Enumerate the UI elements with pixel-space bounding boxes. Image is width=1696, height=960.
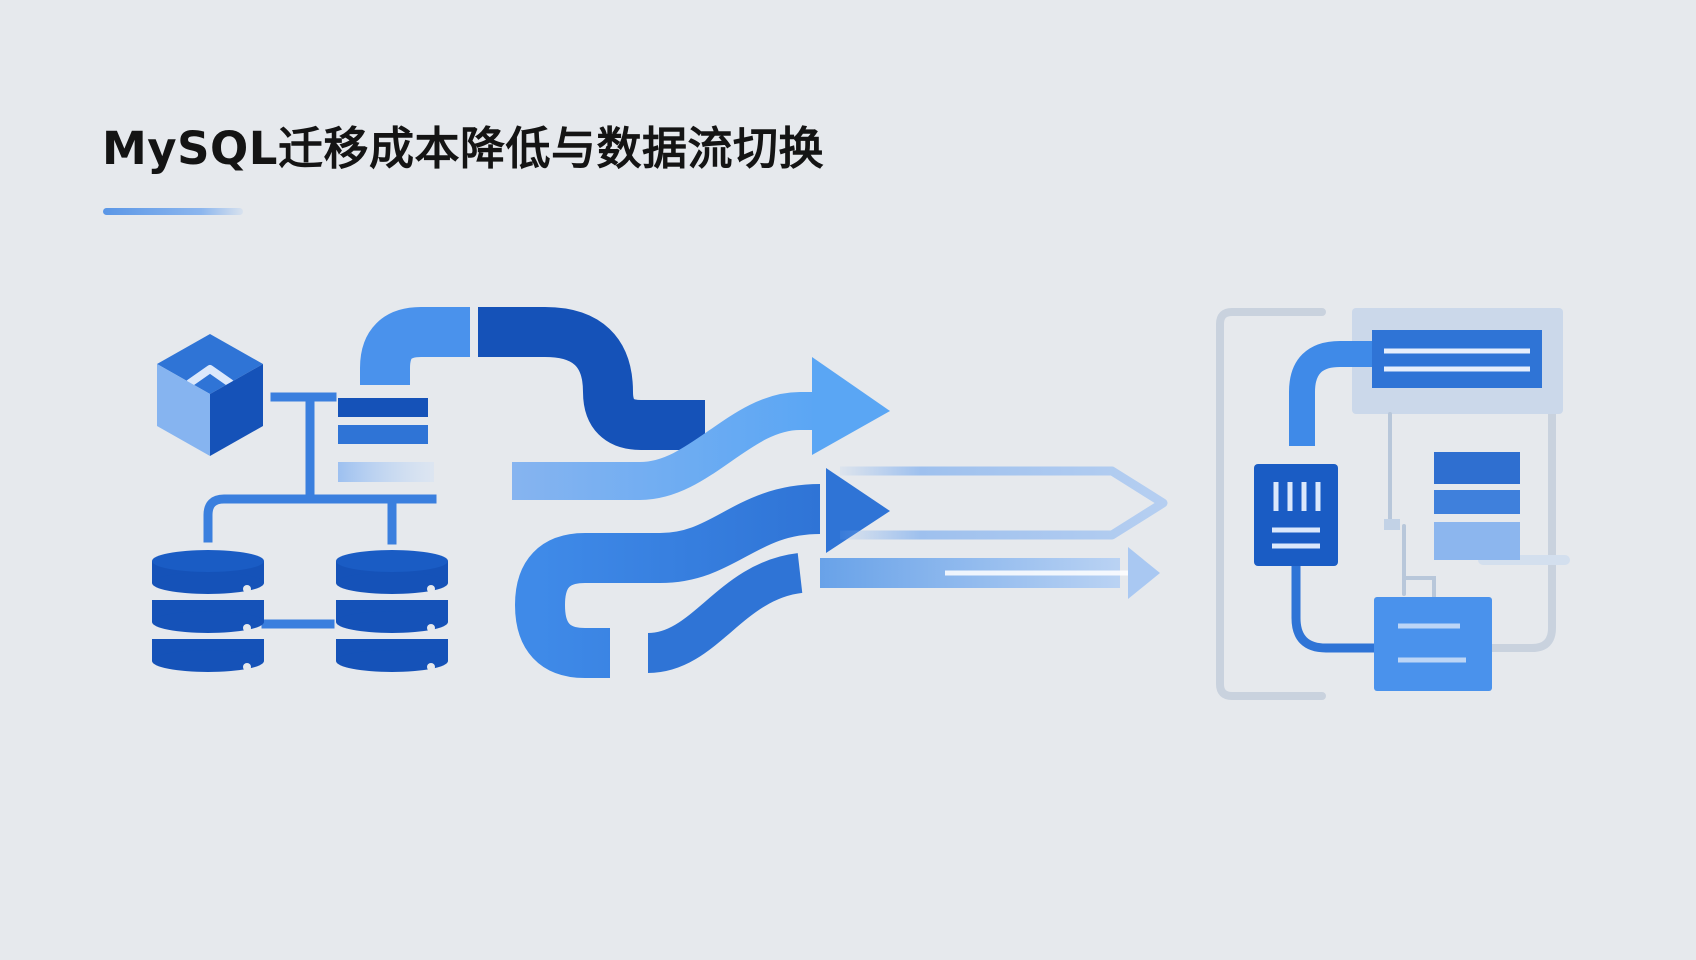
stacked-panel-icon <box>1434 452 1520 560</box>
server-stack-icon <box>338 398 434 482</box>
database-icon <box>152 550 264 672</box>
page-title: MySQL迁移成本降低与数据流切换 <box>102 122 824 175</box>
pipe-top <box>360 307 705 450</box>
target-header-panel <box>1352 308 1563 414</box>
architecture-frame <box>1216 308 1556 700</box>
cube-icon <box>157 334 263 456</box>
fading-arrow-mid <box>840 466 1168 540</box>
connector-lines <box>203 392 437 629</box>
fading-arrow-low <box>820 547 1160 599</box>
title-underline <box>103 208 243 215</box>
database-icon <box>336 550 448 672</box>
flow-arrow-upper <box>512 357 890 500</box>
storage-card-icon <box>1374 597 1492 691</box>
server-card-icon <box>1254 464 1338 566</box>
